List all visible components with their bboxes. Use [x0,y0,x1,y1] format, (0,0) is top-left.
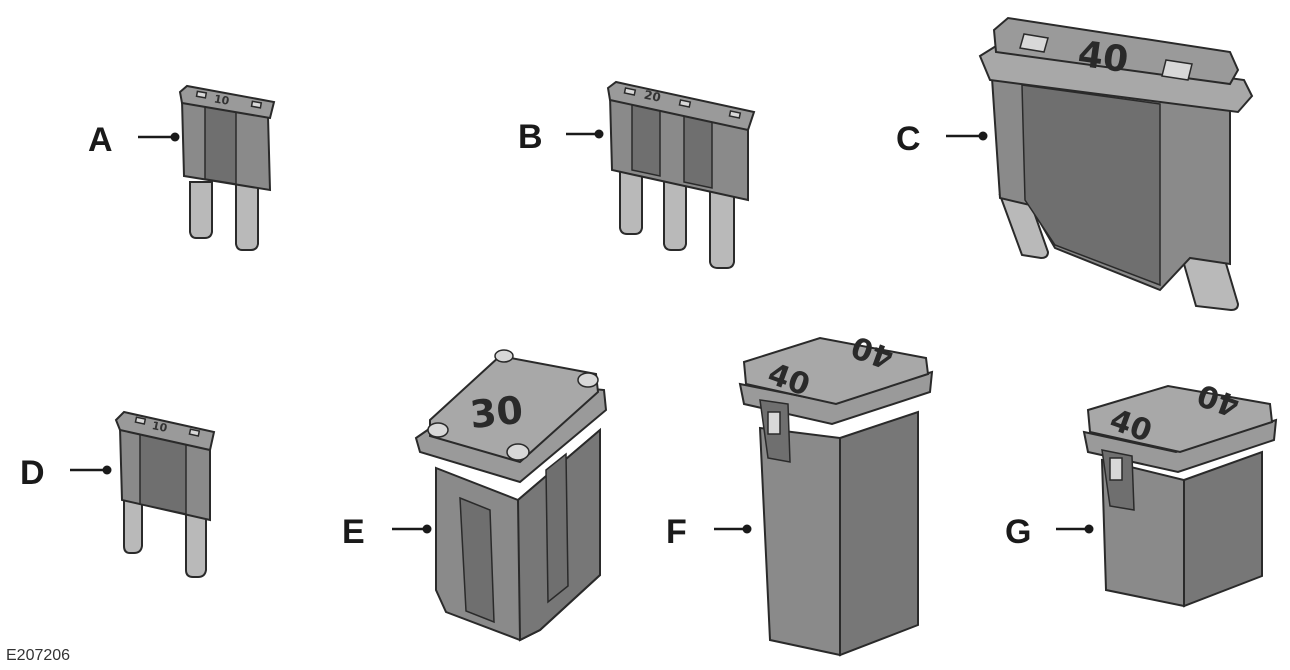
post-e-back-left [494,349,514,363]
blade-b-middle [663,166,687,251]
blade-a-right [235,181,259,251]
fuse-f: F 40 40 [666,328,934,657]
body-e-rib-right [545,452,569,604]
label-a: A [88,121,113,159]
top-b [606,80,756,132]
body-d-front [139,431,187,515]
top-f [742,336,930,406]
window-a-right [250,100,263,109]
blade-c-right [1178,249,1240,312]
latch-g-window [1109,457,1123,481]
leader-dot-d [102,465,112,475]
blade-d-right [185,509,207,578]
window-b-1 [623,87,637,96]
leader-dot-b [594,129,604,139]
window-d-left [134,416,147,425]
body-e-rib-left [459,496,495,624]
body-b-groove-2 [683,111,713,189]
label-d: D [20,454,45,492]
post-e-back-right [577,372,599,388]
window-c-right [1161,59,1193,81]
top-g [1086,384,1274,454]
fuse-c: C 40 [896,16,1254,312]
leader-dot-f [742,524,752,534]
rating-d: 10 [151,419,169,435]
blade-c-left [998,194,1050,260]
rating-b: 20 [643,88,662,105]
latch-f-window [767,411,781,435]
leader-dot-g [1084,524,1094,534]
fuse-d: D 10 [20,410,216,578]
fuse-e: E 30 [342,349,608,642]
blade-b-right [709,174,735,269]
rating-c: 40 [1075,34,1130,82]
fuse-a: A 10 [88,84,276,251]
window-b-2 [678,99,692,108]
blade-b-left [619,158,643,235]
label-b: B [518,118,543,156]
leader-dot-e [422,524,432,534]
leader-dot-c [978,131,988,141]
fuse-g: G 40 40 [1005,376,1278,608]
label-c: C [896,120,921,158]
body-c-front [1021,84,1161,287]
body-a-groove [204,105,237,185]
body-f-side [839,410,919,657]
leader-dot-a [170,132,180,142]
rating-a: 10 [213,92,231,108]
reference-code: E207206 [6,647,70,664]
label-f: F [666,513,687,551]
label-e: E [342,513,365,551]
blade-d-left [123,497,143,554]
post-e-front-right [506,443,530,461]
label-g: G [1005,513,1031,551]
body-g-side [1183,450,1263,608]
body-b-groove-1 [631,100,661,177]
rating-e: 30 [468,388,525,437]
post-e-front-left [427,422,449,438]
window-a-left [195,90,208,99]
window-d-right [188,428,201,437]
body-f-front [758,426,841,657]
blade-a-left [189,181,213,239]
window-b-3 [728,110,742,119]
window-c-left [1019,33,1049,53]
fuse-b: B 20 [518,80,756,269]
